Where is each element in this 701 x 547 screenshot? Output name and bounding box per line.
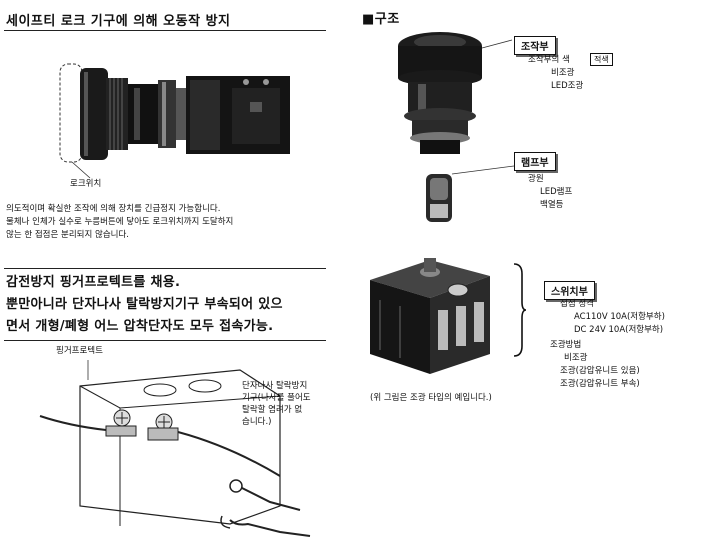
operation-color-label: 조작부의 색 <box>528 55 570 65</box>
screw-note-line-4: 습니다.) <box>242 417 272 427</box>
switch-illum-label: 조광방법 <box>550 340 582 350</box>
section2-line-2: 뿐만아니라 단자나사 탈락방지기구 부속되어 있으 <box>6 297 283 312</box>
emergency-switch-side-illustration <box>59 63 290 179</box>
lamp-item-2: 백열등 <box>540 200 564 210</box>
section2-line-1: 감전방지 핑거프로텍트를 채용. <box>6 275 181 290</box>
lamp-part-tag: 램프부 <box>514 152 556 171</box>
switch-illum-item-1: 비조광 <box>564 353 588 363</box>
operation-item-2: LED조광 <box>551 81 584 91</box>
lamp-source-label: 광원 <box>528 174 544 184</box>
screw-note-line-1: 단자나사 탈락방지 <box>242 381 308 391</box>
screw-note-line-2: 기구(나사를 풀어도 <box>242 393 311 403</box>
section1-rule <box>4 30 326 31</box>
operation-part-tag: 조작부 <box>514 36 556 55</box>
switch-illum-item-3: 조광(감압유니트 부속) <box>560 379 640 389</box>
switch-part-illustration <box>370 258 490 374</box>
section2-top-rule <box>4 268 326 269</box>
switch-rating-label: 접점 정격 <box>560 299 594 309</box>
description-line-3: 않는 한 접점은 분리되지 않습니다. <box>6 230 129 240</box>
section1-title: 세이프티 로크 기구에 의해 오동작 방지 <box>6 14 231 29</box>
section2-line-3: 면서 개형/폐형 어느 압착단자도 모두 접속가능. <box>6 319 274 334</box>
structure-caption: (위 그림은 조광 타입의 예입니다.) <box>370 393 492 403</box>
description-line-2: 물체나 인체가 실수로 누름버튼에 닿아도 로크위치까지 도달하지 <box>6 217 234 227</box>
terminal-finger-protect-illustration <box>39 360 311 537</box>
switch-rating-1: AC110V 10A(저항부하) <box>574 312 665 322</box>
screw-note-line-3: 탈락할 염려가 없 <box>242 405 303 415</box>
lamp-item-1: LED램프 <box>540 187 573 197</box>
finger-protect-label: 핑거프로텍트 <box>56 346 103 356</box>
lamp-part-illustration <box>426 165 515 222</box>
description-line-1: 의도적이며 확실한 조작에 의해 장치를 긴급정지 가능합니다. <box>6 204 221 214</box>
switch-brace <box>513 263 527 357</box>
section2-bottom-rule <box>4 340 326 341</box>
switch-part-tag: 스위치부 <box>544 281 595 300</box>
switch-rating-2: DC 24V 10A(저항부하) <box>574 325 664 335</box>
operation-item-1: 비조광 <box>551 68 575 78</box>
lock-position-label: 로크위치 <box>70 179 102 189</box>
operation-part-illustration <box>398 32 513 154</box>
operation-color-value: 적색 <box>590 53 613 66</box>
structure-title: ■구조 <box>362 12 400 27</box>
switch-illum-item-2: 조광(감압유니트 있음) <box>560 366 640 376</box>
